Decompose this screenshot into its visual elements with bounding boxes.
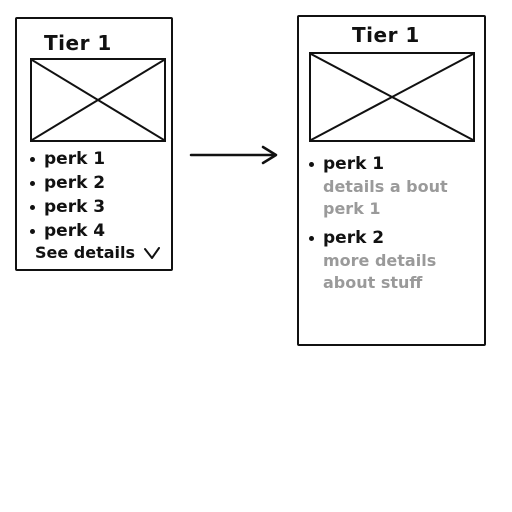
bullet-icon <box>309 162 314 167</box>
see-details-toggle[interactable]: See details <box>35 243 161 262</box>
tier-title: Tier 1 <box>352 23 420 47</box>
tier-card-expanded: Tier 1 perk 1 details a bout perk 1 perk… <box>297 15 486 346</box>
list-item: perk 2 <box>30 171 105 195</box>
list-item: perk 2 <box>309 226 448 250</box>
chevron-down-icon <box>144 246 161 259</box>
bullet-icon <box>309 236 314 241</box>
tier-title: Tier 1 <box>44 31 112 55</box>
bullet-icon <box>30 205 35 210</box>
bullet-icon <box>30 157 35 162</box>
perk-list: perk 1 details a bout perk 1 perk 2 more… <box>309 152 448 300</box>
see-details-label: See details <box>35 243 136 262</box>
list-item: perk 1 <box>309 152 448 176</box>
list-item: perk 1 <box>30 147 105 171</box>
arrow-right-icon <box>189 145 278 165</box>
perk-details: details a bout perk 1 <box>323 177 448 218</box>
list-item: perk 4 <box>30 219 105 243</box>
bullet-icon <box>30 229 35 234</box>
image-placeholder-icon <box>30 58 166 142</box>
image-placeholder-icon <box>309 52 475 142</box>
tier-card-collapsed: Tier 1 perk 1 perk 2 perk 3 perk 4 See d… <box>15 17 173 271</box>
perk-list: perk 1 perk 2 perk 3 perk 4 <box>30 147 105 243</box>
perk-details: more details about stuff <box>323 251 437 292</box>
bullet-icon <box>30 181 35 186</box>
list-item: perk 3 <box>30 195 105 219</box>
